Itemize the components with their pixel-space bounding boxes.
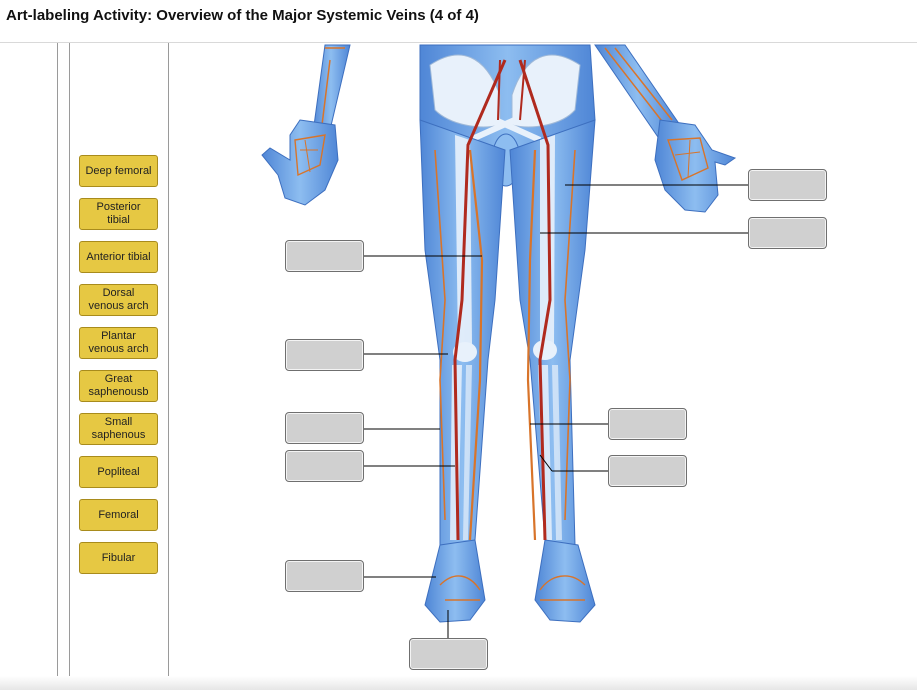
drop-target-6[interactable] — [285, 450, 364, 482]
drop-target-10[interactable] — [409, 638, 488, 670]
page-title: Art-labeling Activity: Overview of the M… — [6, 7, 479, 24]
label-femoral[interactable]: Femoral — [79, 499, 158, 531]
left-hand — [261, 119, 339, 206]
label-deep-femoral[interactable]: Deep femoral — [79, 155, 158, 187]
drop-target-1[interactable] — [748, 169, 827, 201]
label-great-saphenous[interactable]: Great saphenousb — [79, 370, 158, 402]
label-small-saphenous[interactable]: Small saphenous — [79, 413, 158, 445]
right-hand — [654, 119, 737, 213]
leader-lines — [364, 184, 748, 640]
label-popliteal[interactable]: Popliteal — [79, 456, 158, 488]
drop-target-2[interactable] — [748, 217, 827, 249]
left-panel-border — [57, 43, 58, 690]
label-bank-border-right — [168, 43, 169, 690]
drop-target-4[interactable] — [285, 339, 364, 371]
drop-target-5[interactable] — [285, 412, 364, 444]
label-dorsal-venous-arch[interactable]: Dorsal venous arch — [79, 284, 158, 316]
drop-target-3[interactable] — [285, 240, 364, 272]
drop-target-7[interactable] — [608, 408, 687, 440]
label-plantar-venous-arch[interactable]: Plantar venous arch — [79, 327, 158, 359]
label-bank-border-left — [69, 43, 70, 690]
label-anterior-tibial[interactable]: Anterior tibial — [79, 241, 158, 273]
title-divider — [0, 42, 917, 43]
bottom-fade — [0, 676, 917, 690]
drop-target-9[interactable] — [285, 560, 364, 592]
label-posterior-tibial[interactable]: Posterior tibial — [79, 198, 158, 230]
label-fibular[interactable]: Fibular — [79, 542, 158, 574]
drop-target-8[interactable] — [608, 455, 687, 487]
